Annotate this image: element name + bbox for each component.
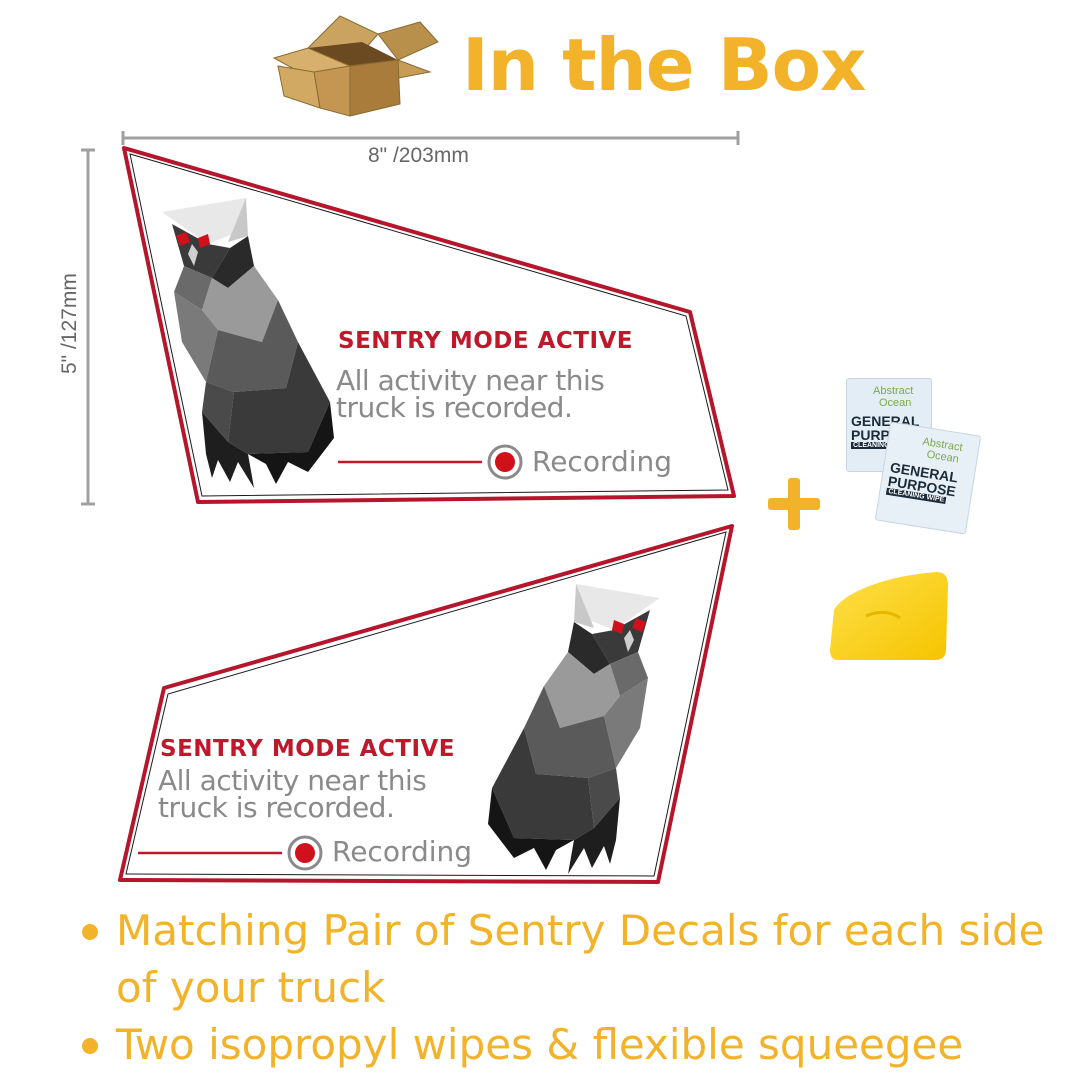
width-dimension-label: 8" /203mm [368, 144, 469, 167]
wipe-brand-line1: Abstract [873, 385, 914, 397]
width-dimension-line [121, 131, 740, 145]
decal-heading: SENTRY MODE ACTIVE [338, 328, 634, 354]
cardboard-box-icon [272, 15, 439, 117]
list-item-line1: Matching Pair of Sentry Decals for each … [116, 906, 1045, 955]
recording-line [338, 460, 482, 464]
sentry-decal-right: SENTRY MODE ACTIVE All activity near thi… [0, 500, 760, 900]
recording-line [138, 851, 282, 855]
plus-icon [768, 478, 820, 530]
record-dot-icon [487, 444, 523, 480]
owl-icon [162, 198, 334, 488]
wipe-product-line3: CLEANING WIPE [851, 442, 912, 449]
record-dot-icon [287, 835, 323, 871]
contents-list: Matching Pair of Sentry Decals for each … [78, 902, 1058, 1073]
squeegee-icon [830, 572, 948, 660]
recording-label: Recording [332, 835, 473, 868]
height-dimension-line [81, 148, 95, 506]
recording-label: Recording [532, 445, 673, 478]
decal-body-line2: truck is recorded. [158, 791, 395, 824]
page-title: In the Box [462, 23, 866, 107]
list-item: Matching Pair of Sentry Decals for each … [78, 902, 1058, 1016]
decal-body-line1: All activity near this [336, 364, 605, 397]
list-item-line1: Two isopropyl wipes & flexible squeegee [116, 1020, 964, 1069]
sentry-decal-left: SENTRY MODE ACTIVE All activity near thi… [0, 0, 760, 520]
decal-body-line1: All activity near this [158, 764, 427, 797]
owl-icon [488, 584, 660, 874]
list-item-line2: of your truck [116, 963, 386, 1012]
wipe-brand-line2: Ocean [879, 397, 912, 409]
decal-heading: SENTRY MODE ACTIVE [160, 736, 456, 762]
cleaning-wipe-front: Abstract Ocean GENERAL PURPOSE CLEANING … [874, 421, 982, 535]
list-item: Two isopropyl wipes & flexible squeegee [78, 1016, 1058, 1073]
decal-body-line2: truck is recorded. [336, 391, 573, 424]
